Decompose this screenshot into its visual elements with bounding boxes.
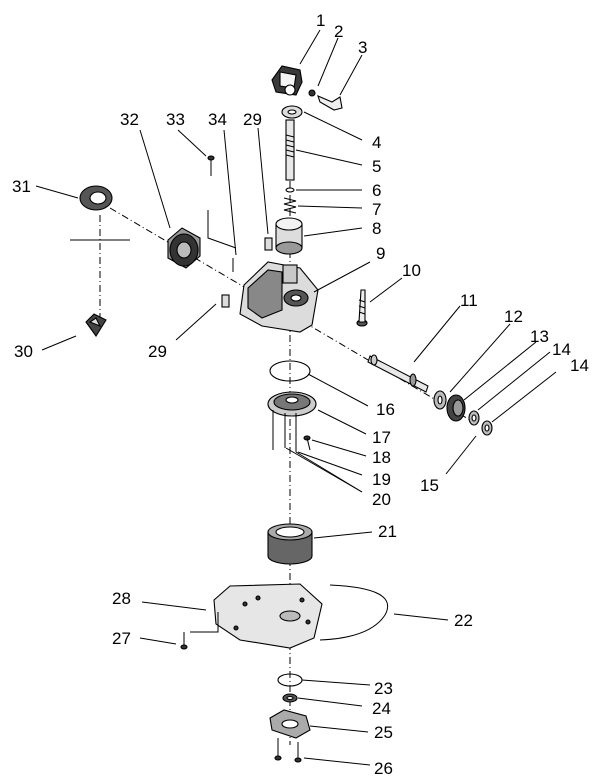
- callout-6: 6: [372, 181, 381, 200]
- callout-15: 15: [420, 476, 439, 495]
- part-24-seal: [282, 693, 298, 703]
- callout-8: 8: [372, 219, 381, 238]
- part-1-lever-bracket: [271, 65, 303, 96]
- callout-26: 26: [374, 759, 393, 778]
- callout-1: 1: [316, 11, 325, 30]
- center-lines: [70, 125, 471, 745]
- part-27-screw: [180, 612, 219, 650]
- part-32-bearing: [167, 227, 201, 269]
- callout-10: 10: [402, 261, 421, 280]
- callout-31: 31: [12, 177, 31, 196]
- callout-14a: 14: [552, 340, 571, 359]
- callout-22: 22: [454, 611, 473, 630]
- leader-lines: [35, 29, 557, 766]
- callout-19: 19: [372, 470, 391, 489]
- part-13-gear: [446, 394, 466, 422]
- callout-9: 9: [376, 244, 385, 263]
- callout-14b: 14: [570, 356, 589, 375]
- callout-29b: 29: [148, 342, 167, 361]
- part-2-nut: [308, 89, 316, 97]
- part-26-screws: [274, 738, 302, 763]
- callout-5: 5: [372, 157, 381, 176]
- part-9-housing: [239, 261, 319, 333]
- callout-13: 13: [530, 327, 549, 346]
- part-22-arc: [319, 584, 389, 641]
- callout-32: 32: [120, 110, 139, 129]
- part-4-bushing: [281, 105, 303, 119]
- part-28-base-plate: [213, 583, 323, 649]
- callout-27: 27: [112, 629, 131, 648]
- callout-20: 20: [372, 490, 391, 509]
- callout-17: 17: [372, 428, 391, 447]
- callout-25: 25: [374, 723, 393, 742]
- callout-33: 33: [166, 110, 185, 129]
- part-30-clip: [85, 313, 107, 337]
- part-7-spring: [283, 197, 297, 214]
- callout-28: 28: [112, 589, 131, 608]
- part-6-ring: [285, 187, 295, 193]
- part-11-shaft: [367, 354, 429, 393]
- callout-4: 4: [372, 133, 381, 152]
- callout-2: 2: [334, 22, 343, 41]
- callout-16: 16: [376, 400, 395, 419]
- part-14-washers: [468, 410, 493, 436]
- part-12-washer: [433, 390, 447, 410]
- callout-30: 30: [14, 342, 33, 361]
- part-29-pins: [221, 237, 273, 308]
- part-33-pin: [207, 155, 237, 249]
- callout-11: 11: [460, 291, 478, 310]
- part-25-flange: [269, 709, 311, 739]
- part-10-bolt: [356, 289, 368, 327]
- callout-labels: 1 2 3 4 5 6 7 8 9 10 11 12 13 14 14 15 1…: [12, 11, 589, 778]
- callout-18: 18: [372, 448, 391, 467]
- callout-29a: 29: [243, 110, 262, 129]
- part-3-lever: [317, 95, 343, 111]
- callout-3: 3: [358, 38, 367, 57]
- callout-21: 21: [378, 522, 397, 541]
- callout-23: 23: [374, 679, 393, 698]
- part-5-shaft: [285, 119, 295, 181]
- callout-24: 24: [372, 699, 391, 718]
- callout-34: 34: [208, 110, 227, 129]
- part-16-o-ring: [269, 360, 311, 382]
- part-8-cam: [275, 217, 303, 255]
- part-31-seal: [79, 185, 113, 211]
- callout-7: 7: [372, 200, 381, 219]
- part-21-bearing: [267, 523, 313, 565]
- part-18-19-20-pins: [272, 410, 311, 452]
- part-17-plate: [267, 391, 317, 417]
- callout-12: 12: [504, 307, 523, 326]
